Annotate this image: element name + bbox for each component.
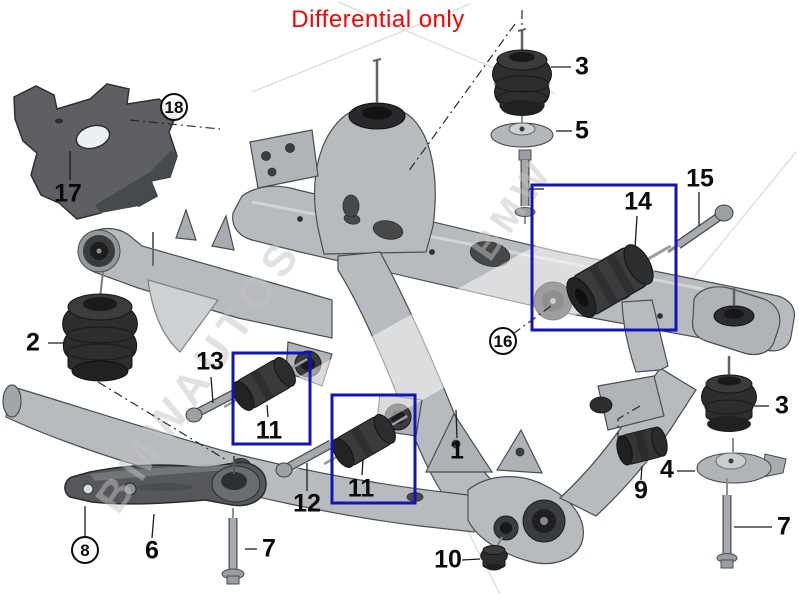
part-11b-bushing — [323, 414, 408, 468]
part-9-bushing — [616, 426, 668, 466]
page-title: Differential only — [291, 6, 465, 33]
assembly-axes — [97, 10, 641, 462]
highlight-boxes — [231, 183, 678, 505]
part-3-mount-top — [492, 28, 552, 126]
part-3-mount-right — [701, 356, 757, 432]
part-7-bolt-right — [716, 478, 738, 569]
part-10-bushing — [480, 536, 508, 571]
watermark-stripe — [254, 178, 696, 472]
part-2-bushing — [62, 271, 138, 382]
highlight-box-11 — [231, 351, 312, 446]
part-14-bushing — [548, 244, 672, 318]
part-12-bolt — [275, 437, 341, 478]
part-11a-bushing — [223, 357, 308, 411]
part-7-bolt-left — [221, 508, 245, 585]
part-17-bracket — [13, 83, 178, 220]
highlight-box-14 — [530, 183, 678, 332]
part-6-arm — [64, 456, 267, 507]
leader-lines — [48, 66, 772, 561]
bolt-below-5 — [514, 149, 536, 224]
part-4-washer — [696, 438, 787, 484]
highlight-box-11 — [330, 393, 417, 505]
part-5-washer — [490, 122, 554, 148]
